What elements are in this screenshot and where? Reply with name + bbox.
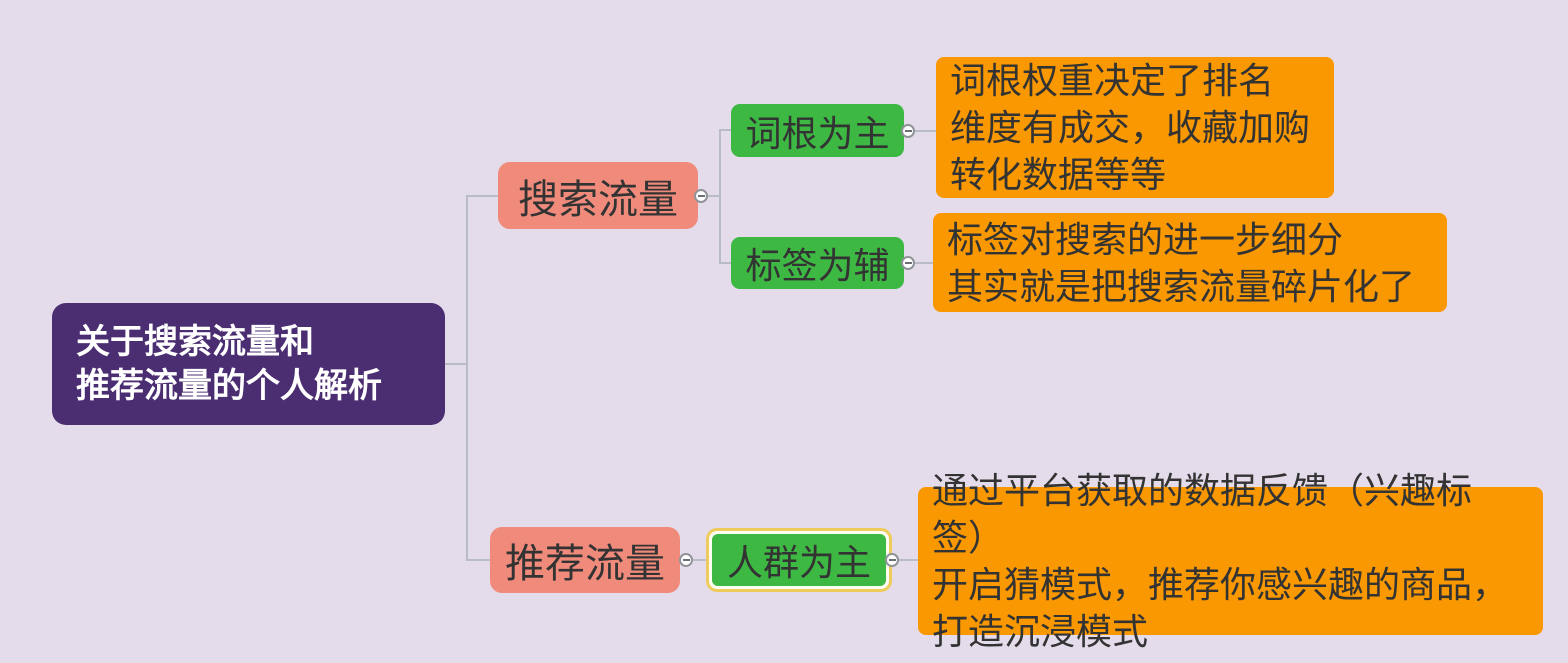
connector-root-stub — [445, 363, 466, 365]
connector-to-recommend — [466, 559, 490, 561]
connector-tagaux-note — [912, 262, 933, 264]
connector-crowd-note — [896, 559, 918, 561]
branch-recommend-traffic[interactable]: 推荐流量 — [490, 527, 680, 593]
connector-to-search — [466, 195, 498, 197]
collapse-icon-crowd[interactable] — [885, 553, 899, 567]
collapse-icon-rootword[interactable] — [901, 124, 915, 138]
subtopic-tag-aux[interactable]: 标签为辅 — [731, 237, 904, 289]
subtopic-crowd[interactable]: 人群为主 — [712, 534, 886, 586]
connector-recommend-crowd — [690, 559, 708, 561]
root-topic[interactable]: 关于搜索流量和 推荐流量的个人解析 — [52, 303, 445, 425]
collapse-icon-recommend[interactable] — [679, 553, 693, 567]
branch-search-traffic[interactable]: 搜索流量 — [498, 162, 698, 229]
note-crowd-detail[interactable]: 通过平台获取的数据反馈（兴趣标签） 开启猜模式，推荐你感兴趣的商品， 打造沉浸模… — [918, 470, 1543, 652]
connector-search-stub — [706, 195, 720, 197]
connector-search-vertical — [719, 129, 721, 263]
connector-to-tagaux — [719, 262, 731, 264]
collapse-icon-search[interactable] — [694, 189, 708, 203]
connector-to-rootword — [719, 129, 731, 131]
collapse-icon-tagaux[interactable] — [901, 256, 915, 270]
connector-root-vertical — [466, 195, 468, 561]
note-rootword-detail[interactable]: 词根权重决定了排名 维度有成交，收藏加购 转化数据等等 — [936, 57, 1334, 198]
note-tag-detail[interactable]: 标签对搜索的进一步细分 其实就是把搜索流量碎片化了 — [933, 213, 1447, 312]
subtopic-rootword[interactable]: 词根为主 — [731, 104, 904, 157]
connector-rootword-note — [912, 130, 936, 132]
selected-node-highlight: 人群为主 — [706, 528, 892, 592]
